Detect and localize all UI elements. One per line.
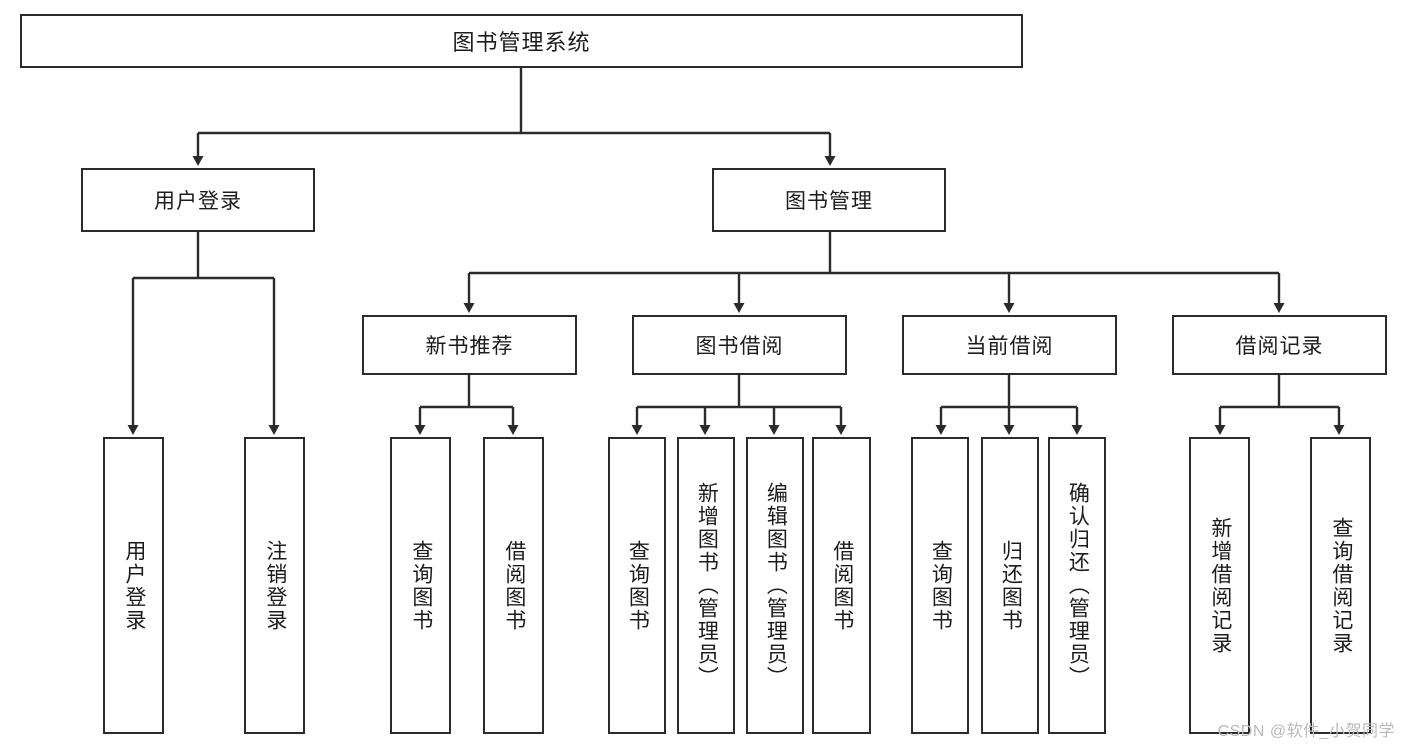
csdn-watermark: CSDN @软件_小贺同学 — [1217, 723, 1395, 740]
leaf-add-borrow-record[interactable]: 新增借阅记录 — [1189, 437, 1250, 734]
leaf-label: 查询借阅记录 — [1329, 516, 1353, 655]
leaf-logout[interactable]: 注销登录 — [244, 437, 305, 734]
node-root-system[interactable]: 图书管理系统 — [20, 14, 1023, 68]
leaf-label: 确认归还（管理员） — [1066, 482, 1090, 689]
leaf-confirm-return-admin[interactable]: 确认归还（管理员） — [1048, 437, 1106, 734]
leaf-label: 注销登录 — [263, 539, 287, 632]
leaf-query-book-borrow[interactable]: 查询图书 — [608, 437, 666, 734]
node-borrow-record[interactable]: 借阅记录 — [1172, 315, 1387, 375]
leaf-label: 查询图书 — [929, 539, 953, 632]
leaf-label: 归还图书 — [999, 539, 1023, 632]
leaf-query-book-current[interactable]: 查询图书 — [911, 437, 969, 734]
leaf-label: 查询图书 — [409, 539, 433, 632]
leaf-borrow-book[interactable]: 借阅图书 — [812, 437, 871, 734]
leaf-query-borrow-record[interactable]: 查询借阅记录 — [1310, 437, 1371, 734]
leaf-label: 新增图书（管理员） — [695, 482, 719, 689]
leaf-label: 新增借阅记录 — [1208, 516, 1232, 655]
node-book-management[interactable]: 图书管理 — [712, 168, 946, 232]
leaf-label: 编辑图书（管理员） — [764, 482, 788, 689]
leaf-edit-book-admin[interactable]: 编辑图书（管理员） — [746, 437, 804, 734]
leaf-borrow-book-recommend[interactable]: 借阅图书 — [483, 437, 544, 734]
leaf-add-book-admin[interactable]: 新增图书（管理员） — [677, 437, 735, 734]
leaf-return-book[interactable]: 归还图书 — [981, 437, 1039, 734]
node-new-book-recommend[interactable]: 新书推荐 — [362, 315, 577, 375]
leaf-label: 借阅图书 — [502, 539, 526, 632]
leaf-query-book-recommend[interactable]: 查询图书 — [390, 437, 451, 734]
node-user-login[interactable]: 用户登录 — [81, 168, 315, 232]
leaf-user-login[interactable]: 用户登录 — [103, 437, 164, 734]
leaf-label: 查询图书 — [626, 539, 650, 632]
node-current-borrow[interactable]: 当前借阅 — [902, 315, 1117, 375]
leaf-label: 用户登录 — [122, 539, 146, 632]
leaf-label: 借阅图书 — [830, 539, 854, 632]
node-book-borrow[interactable]: 图书借阅 — [632, 315, 847, 375]
